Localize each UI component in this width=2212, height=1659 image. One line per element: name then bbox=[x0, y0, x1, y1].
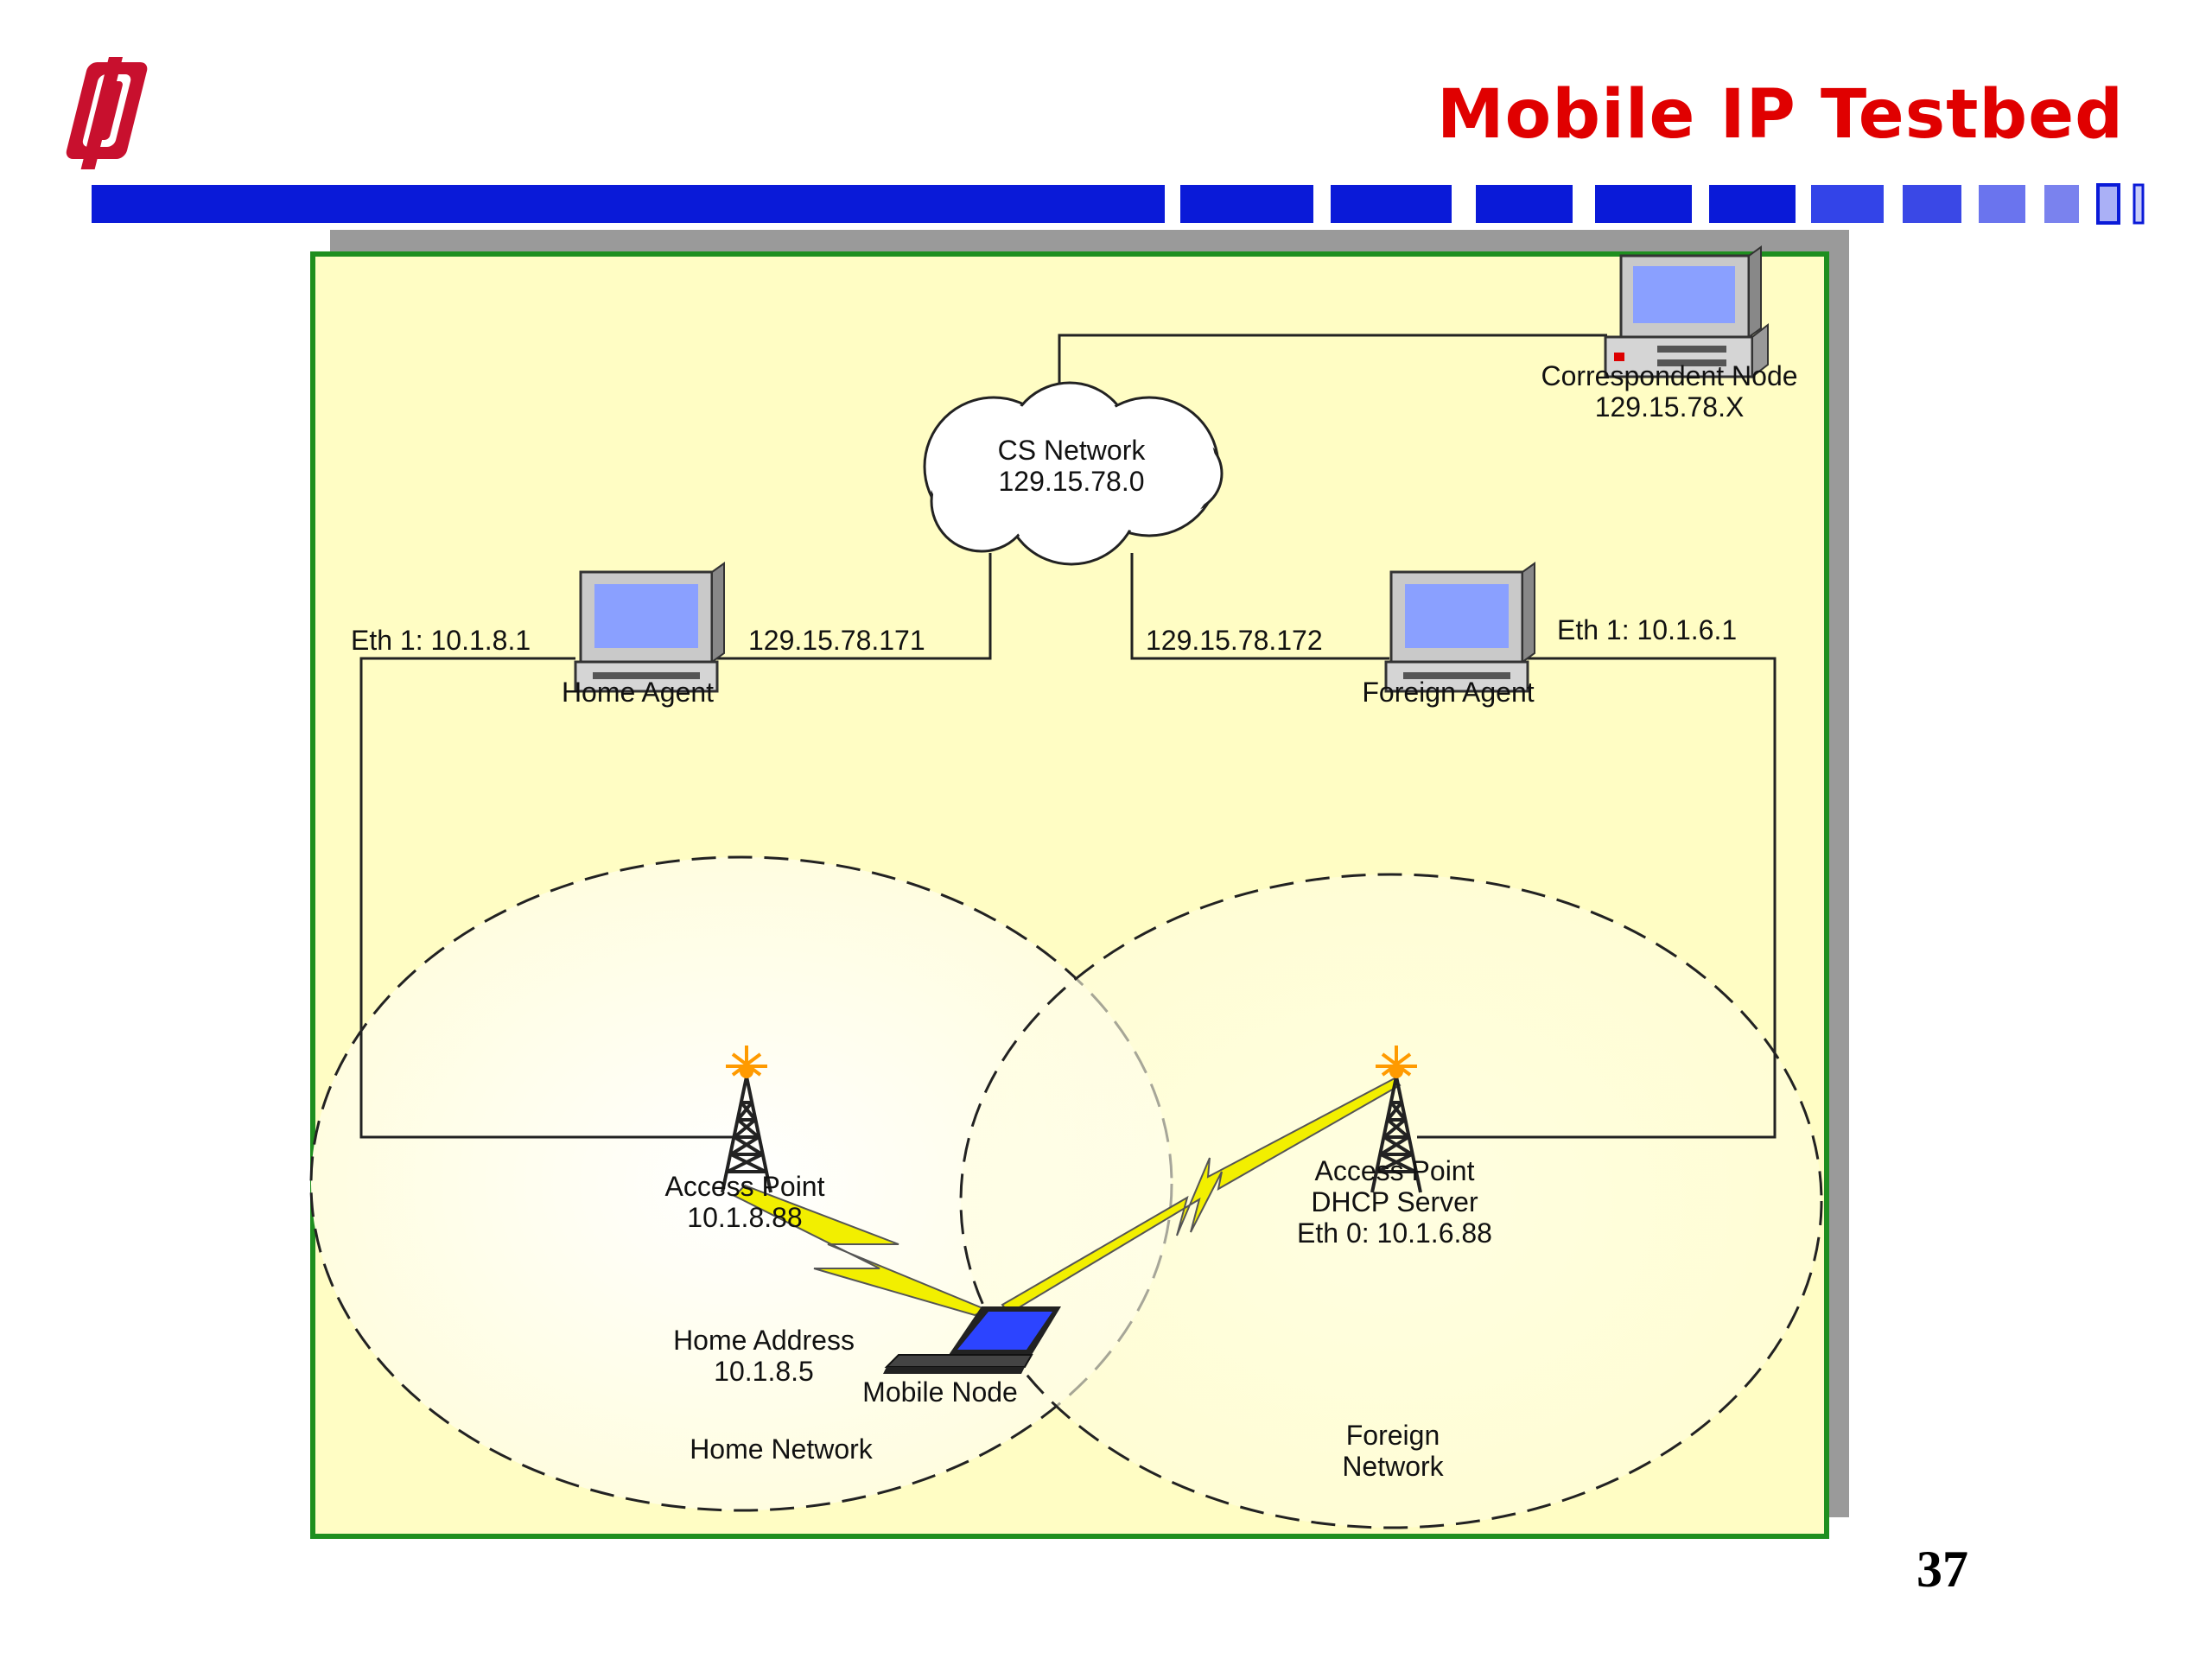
slide-number: 37 bbox=[1916, 1541, 1968, 1598]
foreign-network-area bbox=[959, 873, 1823, 1529]
wired-links bbox=[359, 334, 1777, 1139]
foreign-network-label-line2: Network bbox=[1342, 1451, 1444, 1482]
correspondent-address: 129.15.78.X bbox=[1595, 391, 1745, 423]
foreign-ap-address: Eth 0: 10.1.6.88 bbox=[1297, 1217, 1492, 1249]
mobile-node-laptop-icon bbox=[883, 1306, 1061, 1374]
home-access-point-icon bbox=[721, 1046, 772, 1193]
correspondent-name: Correspondent Node bbox=[1541, 360, 1797, 391]
foreign-ap-role: DHCP Server bbox=[1311, 1186, 1478, 1217]
home-agent-name: Home Agent bbox=[562, 677, 714, 708]
mobile-node-name: Mobile Node bbox=[862, 1376, 1018, 1408]
home-agent-external-ip: 129.15.78.171 bbox=[748, 625, 925, 656]
foreign-ap-name: Access Point bbox=[1315, 1155, 1475, 1186]
home-network-label: Home Network bbox=[690, 1433, 874, 1465]
slide-title: Mobile IP Testbed bbox=[1437, 76, 2124, 154]
home-agent-computer-icon bbox=[574, 562, 725, 693]
cloud-name: CS Network bbox=[998, 435, 1147, 466]
correspondent-computer-icon bbox=[1604, 245, 1769, 379]
home-address-value: 10.1.8.5 bbox=[714, 1356, 814, 1387]
home-wireless-link bbox=[733, 1184, 989, 1317]
foreign-agent-name: Foreign Agent bbox=[1362, 677, 1534, 708]
home-address-label: Home Address bbox=[673, 1325, 855, 1356]
cs-network-cloud bbox=[923, 381, 1224, 566]
home-ap-name: Access Point bbox=[665, 1171, 825, 1202]
foreign-access-point-icon bbox=[1370, 1046, 1422, 1193]
foreign-agent-external-ip: 129.15.78.172 bbox=[1146, 625, 1323, 656]
university-logo bbox=[66, 57, 148, 169]
foreign-agent-computer-icon bbox=[1384, 562, 1535, 693]
cloud-address: 129.15.78.0 bbox=[998, 466, 1144, 497]
home-agent-eth1: Eth 1: 10.1.8.1 bbox=[351, 625, 531, 656]
foreign-network-label-line1: Foreign bbox=[1346, 1420, 1440, 1451]
foreign-wireless-link bbox=[1001, 1077, 1402, 1315]
header-bar bbox=[92, 183, 2145, 225]
foreign-agent-eth1: Eth 1: 10.1.6.1 bbox=[1557, 614, 1737, 645]
home-ap-address: 10.1.8.88 bbox=[687, 1202, 802, 1233]
